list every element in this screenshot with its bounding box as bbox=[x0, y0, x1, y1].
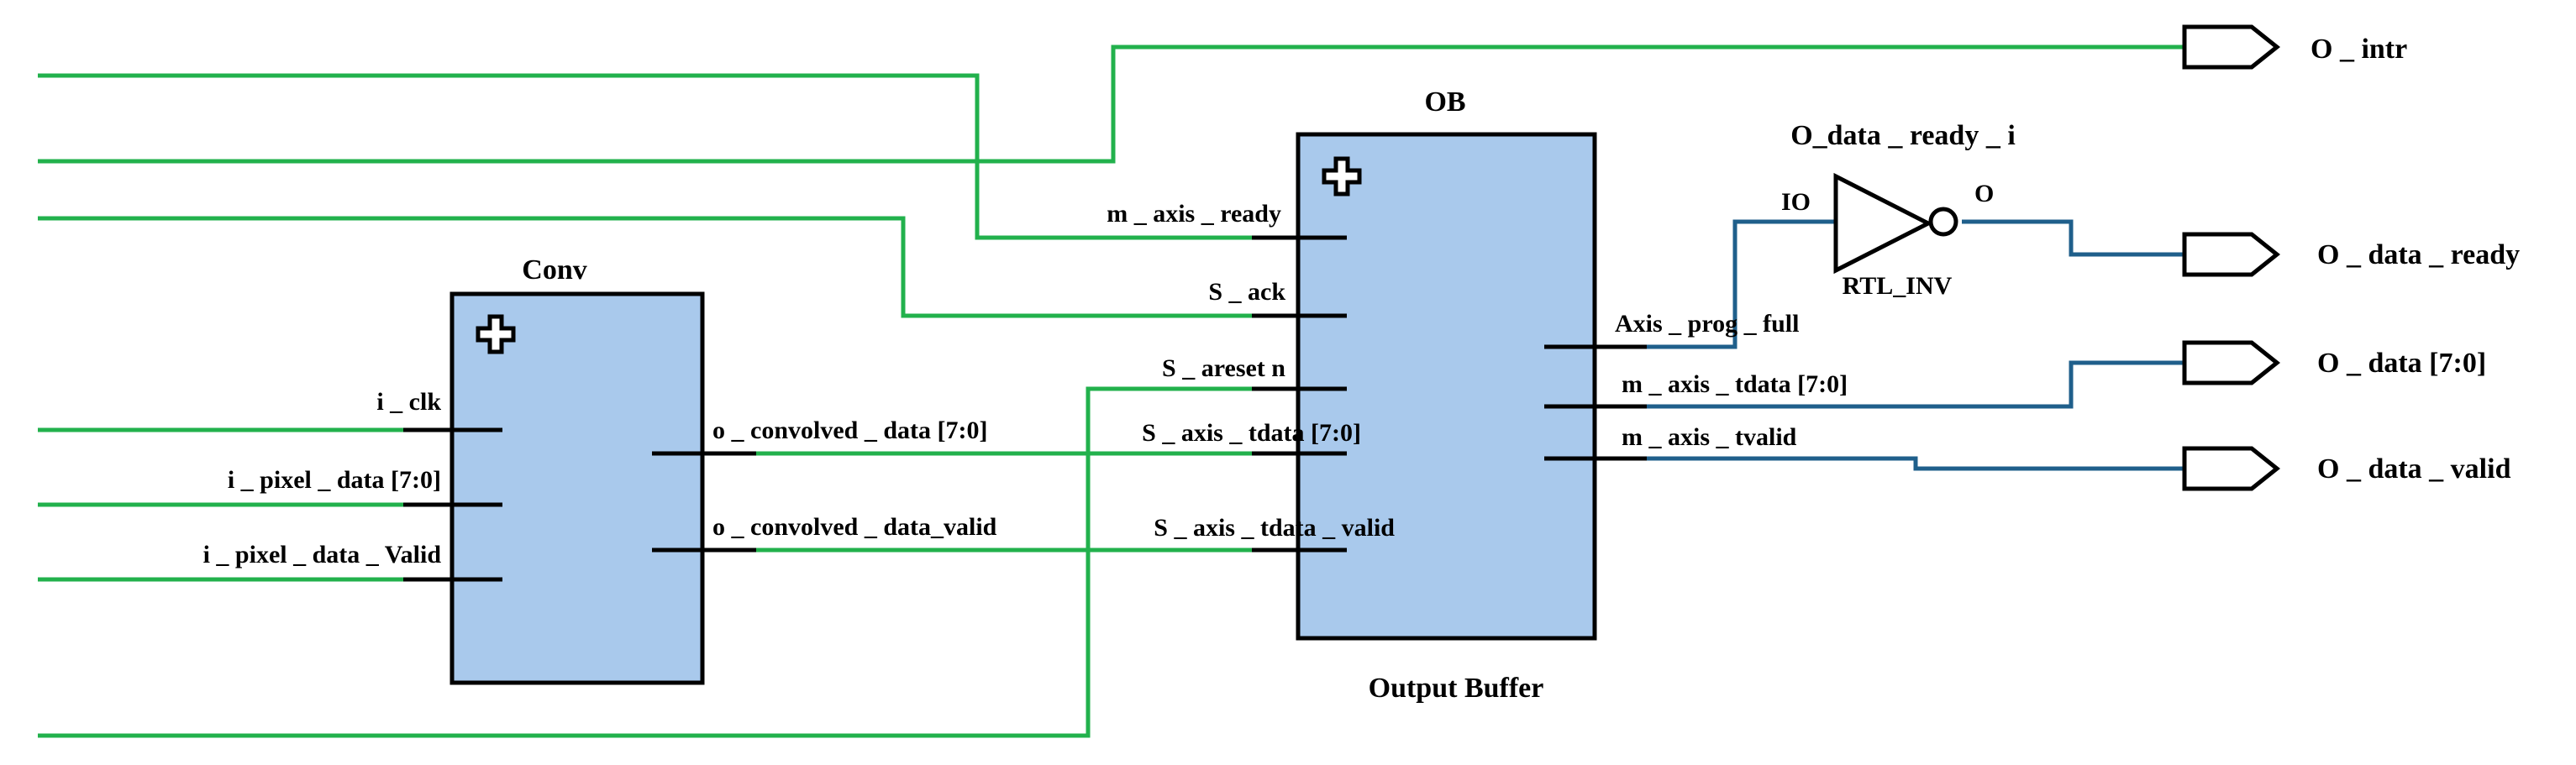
ob-in-label-1: S _ ack bbox=[1208, 278, 1285, 306]
ob-in-label-2: S _ areset n bbox=[1162, 354, 1285, 382]
inverter-output-pin: O bbox=[1974, 180, 1994, 207]
conv-out-label-0: o _ convolved _ data [7:0] bbox=[712, 417, 987, 444]
port-o-data-ready[interactable]: O _ data _ ready bbox=[2182, 232, 2520, 277]
wire-tdata-to-o-data[interactable] bbox=[1647, 360, 2184, 409]
blue-wires bbox=[1647, 219, 2184, 471]
wire-to-o-intr[interactable] bbox=[38, 45, 2184, 164]
conv-body[interactable] bbox=[449, 291, 705, 685]
ob-in-label-3: S _ axis _ tdata [7:0] bbox=[1142, 419, 1361, 447]
port-label-o-data-ready: O _ data _ ready bbox=[2317, 239, 2520, 270]
conv-expand-icon[interactable] bbox=[476, 314, 516, 354]
conv-in-label-2: i _ pixel _ data _ Valid bbox=[203, 541, 442, 569]
output-port-icon[interactable] bbox=[2182, 340, 2281, 385]
ob-out-label-2: m _ axis _ tvalid bbox=[1622, 423, 1797, 451]
port-label-o-data-valid: O _ data _ valid bbox=[2317, 453, 2511, 485]
port-o-data-valid[interactable]: O _ data _ valid bbox=[2182, 446, 2511, 491]
wire-top-to-m-axis-ready[interactable] bbox=[38, 73, 1294, 240]
ob-subtitle: Output Buffer bbox=[1369, 673, 1544, 704]
ob-in-label-0: m _ axis _ ready bbox=[1107, 200, 1281, 228]
wire-tvalid-to-o-data-valid[interactable] bbox=[1647, 456, 2184, 471]
ob-expand-icon[interactable] bbox=[1322, 156, 1362, 196]
inverter-triangle-icon[interactable] bbox=[1833, 172, 1933, 275]
ob-block[interactable]: OB Output Buffer m _ axis _ ready S _ ac… bbox=[1107, 86, 1848, 704]
conv-title: Conv bbox=[522, 254, 586, 286]
inverter-input-pin: IO bbox=[1781, 188, 1811, 216]
output-ports: O _ intr O _ data _ ready O _ data [7:0]… bbox=[2182, 24, 2520, 491]
output-port-icon[interactable] bbox=[2182, 24, 2281, 70]
conv-in-label-1: i _ pixel _ data [7:0] bbox=[228, 466, 441, 494]
port-label-o-intr: O _ intr bbox=[2311, 34, 2407, 65]
ob-out-label-0: Axis _ prog _ full bbox=[1615, 310, 1799, 338]
inverter-type-label: RTL_INV bbox=[1843, 272, 1953, 300]
conv-in-label-0: i _ clk bbox=[376, 388, 441, 416]
wire-prog-full-to-inverter[interactable] bbox=[1647, 219, 1836, 349]
ob-body[interactable] bbox=[1296, 132, 1597, 641]
wire-bottom-to-s-areset[interactable] bbox=[38, 386, 1294, 738]
port-o-intr[interactable]: O _ intr bbox=[2182, 24, 2407, 70]
green-wires bbox=[38, 45, 2184, 738]
ob-in-label-4: S _ axis _ tdata _ valid bbox=[1154, 514, 1395, 542]
rtl-inverter[interactable]: O_data _ ready _ i IO O RTL_INV bbox=[1781, 120, 2016, 300]
ob-out-label-1: m _ axis _ tdata [7:0] bbox=[1622, 370, 1848, 398]
output-port-icon[interactable] bbox=[2182, 232, 2281, 277]
port-label-o-data: O _ data [7:0] bbox=[2317, 348, 2486, 379]
inverter-bubble-icon[interactable] bbox=[1928, 207, 1958, 237]
wire-inverter-to-o-data-ready[interactable] bbox=[1962, 219, 2184, 257]
inverter-instance-name: O_data _ ready _ i bbox=[1790, 120, 2016, 151]
wire-to-s-ack[interactable] bbox=[38, 216, 1294, 318]
port-o-data[interactable]: O _ data [7:0] bbox=[2182, 340, 2486, 385]
output-port-icon[interactable] bbox=[2182, 446, 2281, 491]
conv-block[interactable]: Conv i _ clk i _ pixel _ data [7:0] i _ … bbox=[203, 254, 997, 685]
conv-out-label-1: o _ convolved _ data_valid bbox=[712, 513, 997, 541]
ob-title: OB bbox=[1424, 86, 1465, 118]
